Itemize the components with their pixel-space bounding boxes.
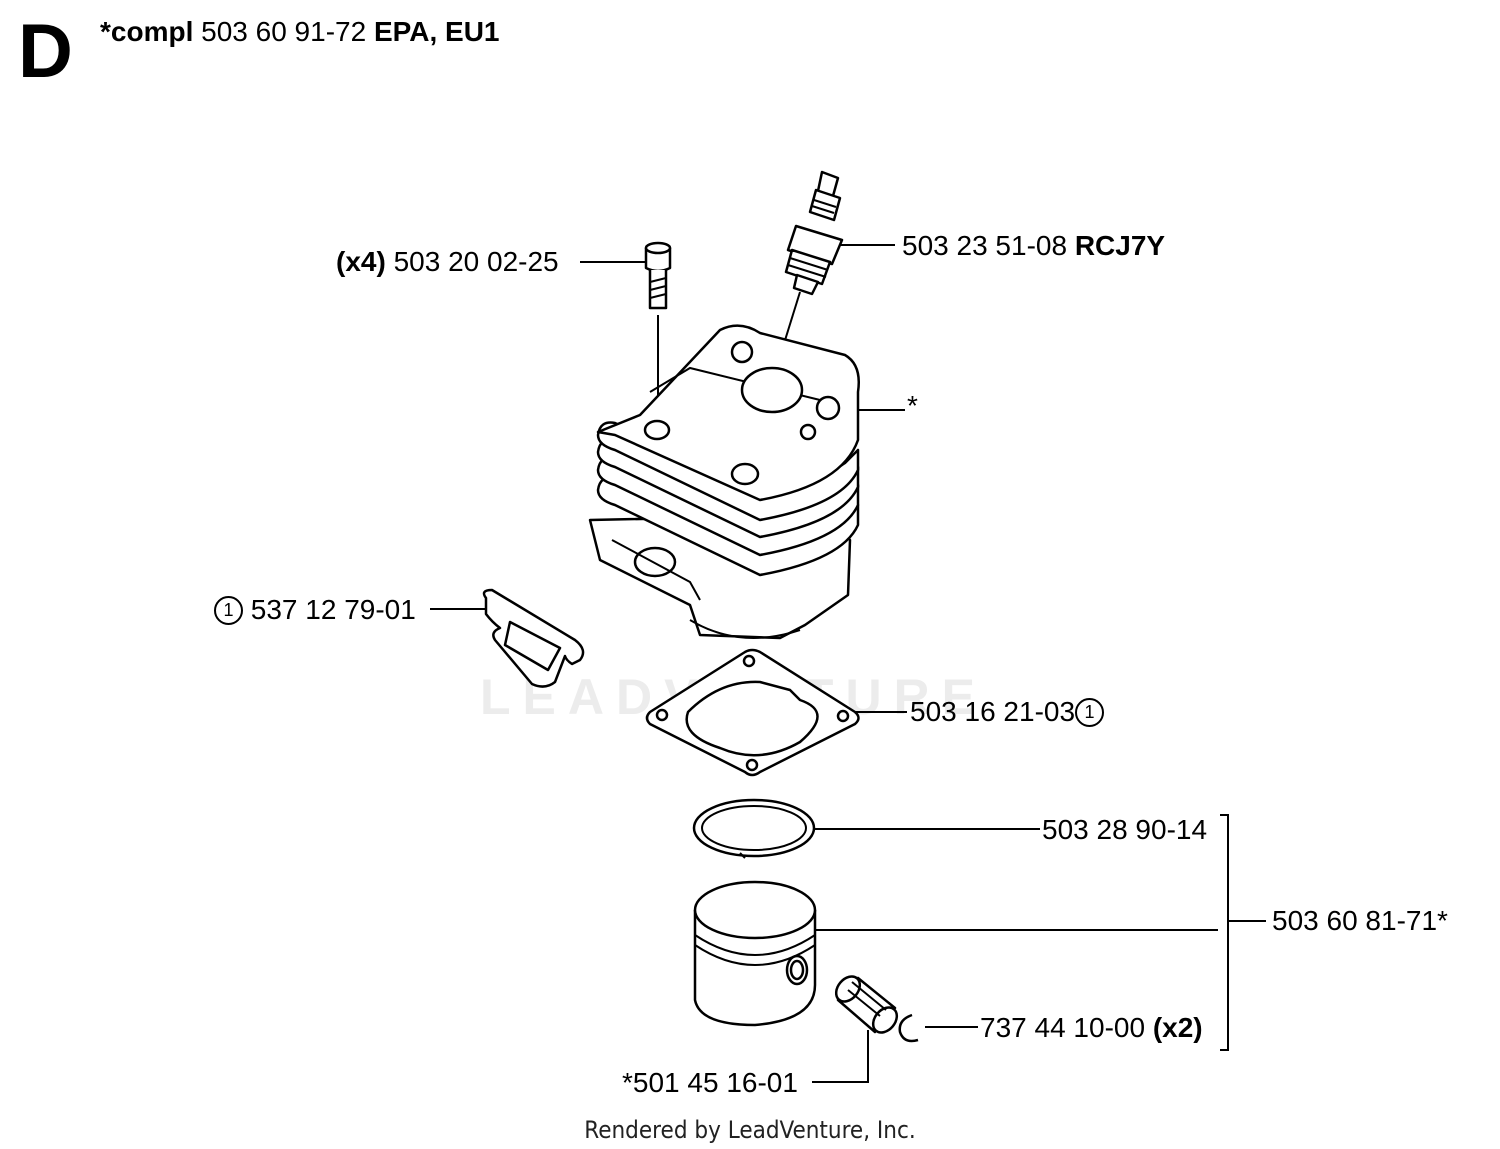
circlip-number: 737 44 10-00 bbox=[980, 1012, 1146, 1043]
label-spark-plug: 503 23 51-08 RCJ7Y bbox=[902, 232, 1165, 260]
base-gasket-number: 503 16 21-03 bbox=[910, 696, 1076, 727]
base-gasket-icon bbox=[645, 648, 860, 777]
leader-lines bbox=[430, 244, 1266, 1083]
intake-gasket-ref: 1 bbox=[214, 596, 243, 625]
intake-gasket-number: 537 12 79-01 bbox=[250, 594, 416, 625]
needle-bearing-icon bbox=[834, 975, 899, 1034]
bracket-piston-assembly bbox=[1220, 814, 1229, 1051]
assembly-title: *compl 503 60 91-72 EPA, EU1 bbox=[100, 18, 500, 46]
spark-plug-number: 503 23 51-08 bbox=[902, 230, 1068, 261]
circlip-qty: (x2) bbox=[1152, 1012, 1203, 1043]
circlip-icon bbox=[898, 1013, 919, 1043]
footer-credit: Rendered by LeadVenture, Inc. bbox=[584, 1116, 916, 1144]
label-intake-gasket: 1 537 12 79-01 bbox=[214, 596, 416, 625]
intake-gasket-icon bbox=[482, 588, 585, 688]
base-gasket-ref: 1 bbox=[1075, 698, 1105, 727]
label-piston-assembly: 503 60 81-71* bbox=[1272, 905, 1448, 936]
leader-needle-bearing bbox=[812, 1030, 869, 1083]
cylinder-icon bbox=[588, 324, 860, 640]
label-needle-bearing: *501 45 16-01 bbox=[622, 1067, 798, 1098]
title-suffix: EPA, EU1 bbox=[373, 16, 500, 47]
label-screw: (x4) 503 20 02-25 bbox=[336, 248, 559, 276]
label-circlip: 737 44 10-00 (x2) bbox=[980, 1014, 1203, 1042]
title-prefix: *compl bbox=[100, 16, 194, 47]
label-cylinder: * bbox=[907, 390, 918, 421]
piston-ring-icon bbox=[692, 798, 816, 859]
screw-number: 503 20 02-25 bbox=[393, 246, 559, 277]
piston-icon bbox=[693, 880, 817, 1027]
spark-plug-icon bbox=[784, 170, 844, 296]
label-piston-ring: 503 28 90-14 bbox=[1042, 814, 1208, 845]
screw-qty: (x4) bbox=[336, 246, 386, 277]
screw-icon bbox=[644, 241, 672, 310]
title-part-number: 503 60 91-72 bbox=[201, 16, 367, 47]
section-letter: D bbox=[18, 9, 73, 94]
spark-plug-code: RCJ7Y bbox=[1074, 230, 1166, 261]
